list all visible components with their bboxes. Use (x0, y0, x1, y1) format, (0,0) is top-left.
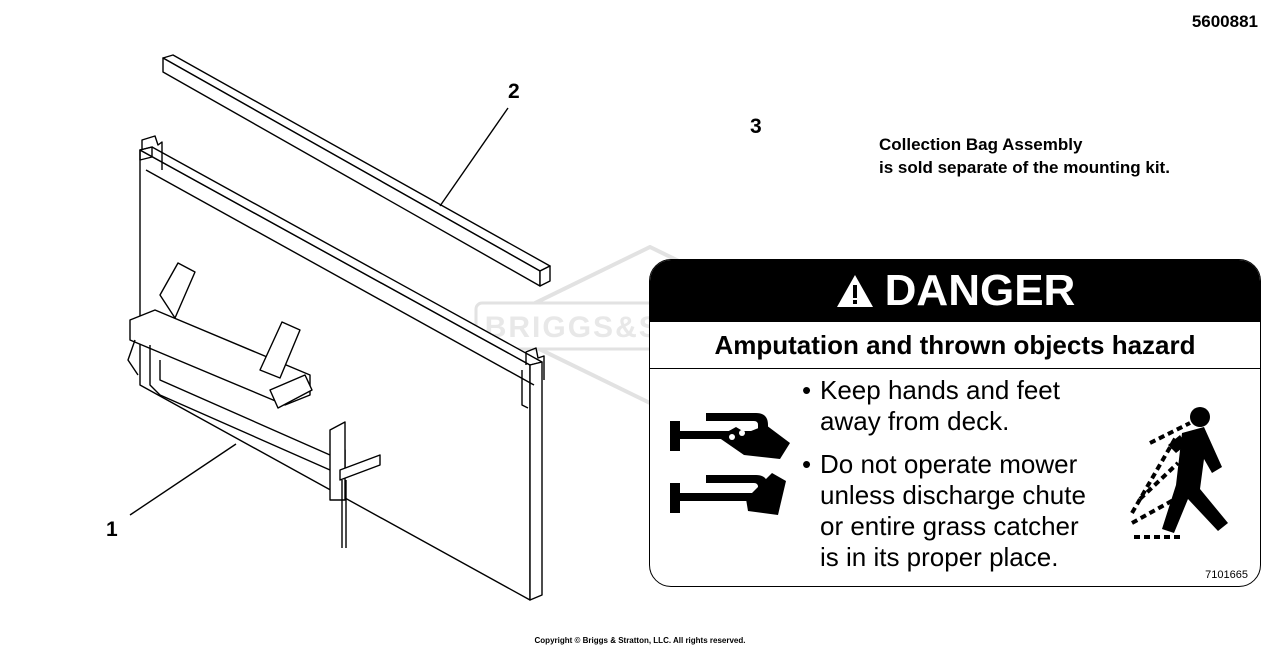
bullet-2-line-3: or entire grass catcher (820, 511, 1079, 541)
part-1-plate (127, 135, 545, 601)
note-line-1: Collection Bag Assembly (879, 135, 1083, 154)
decal-bullet-1: •Keep hands and feet away from deck. (802, 375, 1060, 436)
decal-body: •Keep hands and feet away from deck. •Do… (650, 369, 1260, 586)
bullet-1-line-2: away from deck. (820, 406, 1010, 436)
note-line-2: is sold separate of the mounting kit. (879, 158, 1170, 177)
bullet-2-line-4: is in its proper place. (820, 542, 1059, 572)
copyright-notice: Copyright © Briggs & Stratton, LLC. All … (534, 636, 746, 645)
part-2-bar (162, 54, 551, 287)
exploded-view-drawing (127, 54, 551, 601)
diagram-number: 5600881 (1191, 12, 1258, 31)
assembly-note: Collection Bag Assembly is sold separate… (879, 133, 1170, 179)
decal-part-number: 7101665 (1205, 569, 1248, 581)
leader-line-1 (129, 443, 237, 516)
callout-2: 2 (508, 80, 520, 103)
bullet-2-line-1: Do not operate mower (820, 449, 1078, 479)
signal-word: DANGER (884, 266, 1076, 315)
bullet-1-line-1: Keep hands and feet (820, 375, 1060, 405)
callout-1: 1 (106, 518, 118, 541)
bullet-2-line-2: unless discharge chute (820, 480, 1086, 510)
warning-triangle-icon (836, 275, 873, 307)
decal-bullet-2: •Do not operate mower unless discharge c… (802, 449, 1086, 572)
decal-header: DANGER (650, 260, 1260, 322)
hand-blade-pictograms (670, 413, 790, 515)
leader-line-2 (439, 107, 509, 207)
callout-3: 3 (750, 115, 762, 138)
danger-decal: DANGER Amputation and thrown objects haz… (649, 259, 1261, 587)
hazard-statement: Amputation and thrown objects hazard (650, 322, 1260, 369)
thrown-objects-pictogram (1130, 407, 1228, 539)
